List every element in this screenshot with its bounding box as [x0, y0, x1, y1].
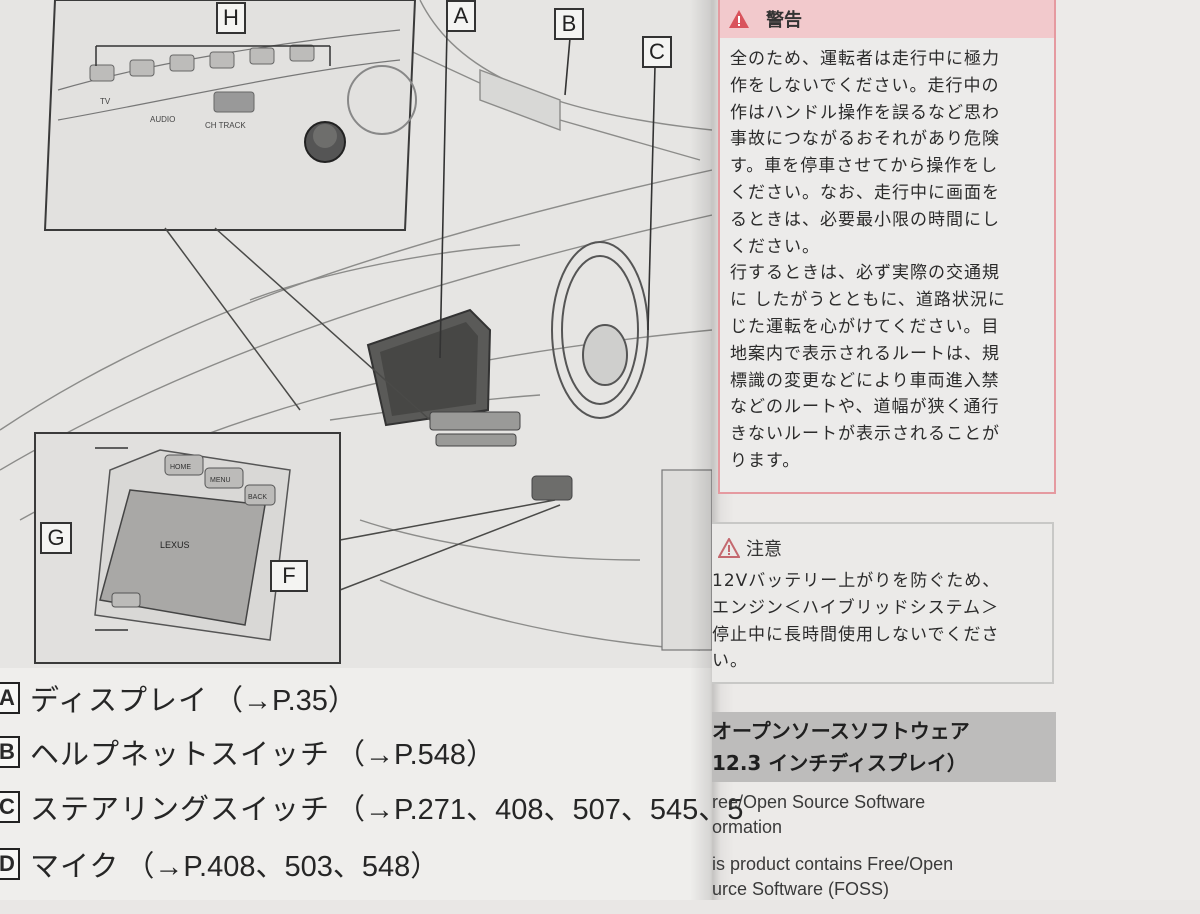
legend-label: ステアリングスイッチ — [30, 792, 331, 826]
caution-header: 注意 — [712, 530, 782, 566]
warning-line: などのルートや、道幅が狭く通行 — [730, 397, 1000, 418]
warning-line: 全のため、運転者は走行中に極力 — [730, 49, 1000, 69]
oss-body: ree/Open Source Software ormation is pro… — [712, 790, 1032, 914]
center-display — [366, 308, 492, 427]
warning-line: 行するときは、必ず実際の交通規 — [730, 263, 1000, 284]
callout-a: A — [446, 0, 476, 32]
caution-text: 12Vバッテリー上がりを防ぐため、 エンジン＜ハイブリッドシステム＞ 停止中に長… — [712, 568, 1042, 675]
legend-item-b: B ヘルプネットスイッチ （→P.548） — [0, 732, 495, 772]
warning-line: ください。なお、走行中に画面を — [730, 182, 1000, 203]
audio-label: AUDIO — [150, 115, 175, 124]
home-label: HOME — [170, 464, 191, 471]
legend-ref: （→P.548） — [336, 739, 496, 771]
legend-ref: （→P.271、408、507、545、5 — [336, 794, 744, 826]
oss-body-line: ormation — [712, 817, 783, 837]
warning-triangle-icon — [729, 10, 749, 28]
legend-label: ヘルプネットスイッチ — [30, 737, 331, 771]
oss-heading-line: 12.3 インチディスプレイ） — [712, 751, 967, 775]
warning-line: に したがうとともに、道路状況に — [730, 290, 1006, 311]
warning-title: 警告 — [766, 10, 802, 31]
legend-item-c: C ステアリングスイッチ （→P.271、408、507、545、5 — [0, 787, 743, 827]
legend-letter: C — [0, 791, 20, 823]
tv-label: TV — [100, 97, 111, 106]
callout-f: F — [270, 560, 308, 592]
legend-ref: （→P.35） — [213, 685, 357, 717]
warning-box: 警告 全のため、運転者は走行中に極力 作をしないでください。走行中の 作はハンド… — [718, 0, 1056, 494]
back-label: BACK — [248, 494, 267, 501]
callout-h: H — [216, 2, 246, 34]
oss-body-line: is product contains Free/Open — [712, 854, 954, 874]
warning-line: 地案内で表示されるルートは、規 — [730, 343, 1000, 364]
warning-header: 警告 — [720, 0, 1054, 38]
dashboard-illustration: TV AUDIO CH TRACK HOME MENU BACK LEXUS — [0, 0, 712, 668]
oss-body-line: ree/Open Source Software — [712, 792, 926, 812]
warning-line: す。車を停車させてから操作をし — [730, 156, 999, 177]
warning-line: きないルートが表示されることが — [730, 424, 1000, 445]
warning-line: 標識の変更などにより車両進入禁 — [730, 370, 1000, 391]
legend-letter: D — [0, 848, 20, 880]
caution-line: 停止中に長時間使用しないでくださ — [712, 624, 1000, 645]
brand-label: LEXUS — [160, 540, 190, 550]
oss-heading: オープンソースソフトウェア 12.3 インチディスプレイ） — [712, 712, 1056, 782]
legend-label: ディスプレイ — [30, 683, 208, 717]
warning-line: じた運転を心がけてください。目 — [730, 316, 1000, 337]
legend-letter: A — [0, 682, 20, 714]
inset-touchpad: HOME MENU BACK LEXUS — [34, 432, 341, 664]
legend-ref: （→P.408、503、548） — [125, 851, 440, 883]
callout-c: C — [642, 36, 672, 68]
legend-item-a: A ディスプレイ （→P.35） — [0, 678, 357, 718]
warning-line: 作をしないでください。走行中の — [730, 75, 1000, 96]
caution-box: 注意 12Vバッテリー上がりを防ぐため、 エンジン＜ハイブリッドシステム＞ 停止… — [712, 522, 1054, 684]
warning-line: るときは、必要最小限の時間にし — [730, 209, 1000, 230]
warning-text: 全のため、運転者は走行中に極力 作をしないでください。走行中の 作はハンドル操作… — [730, 46, 1048, 475]
chtrack-label: CH TRACK — [205, 121, 246, 130]
legend-label: マイク — [30, 849, 120, 883]
caution-line: 12Vバッテリー上がりを防ぐため、 — [712, 571, 1001, 591]
legend-item-d: D マイク （→P.408、503、548） — [0, 844, 439, 884]
warning-line: ください。 — [730, 236, 820, 257]
oss-body-line: urce Software (FOSS) — [712, 879, 890, 899]
callout-g: G — [40, 522, 72, 554]
caution-title: 注意 — [746, 539, 782, 560]
callout-b: B — [554, 8, 584, 40]
warning-line: ります。 — [730, 450, 801, 471]
legend-letter: B — [0, 736, 20, 768]
inset-control-panel: TV AUDIO CH TRACK — [43, 0, 417, 231]
warning-line: 事故につながるおそれがあり危険 — [730, 129, 1000, 150]
caution-line: エンジン＜ハイブリッドシステム＞ — [712, 597, 1000, 618]
caution-line: い。 — [712, 651, 748, 672]
warning-line: 作はハンドル操作を誤るなど思わ — [730, 102, 1000, 123]
caution-triangle-icon — [718, 538, 740, 558]
oss-heading-line: オープンソースソフトウェア — [712, 719, 970, 743]
menu-label: MENU — [210, 477, 231, 484]
